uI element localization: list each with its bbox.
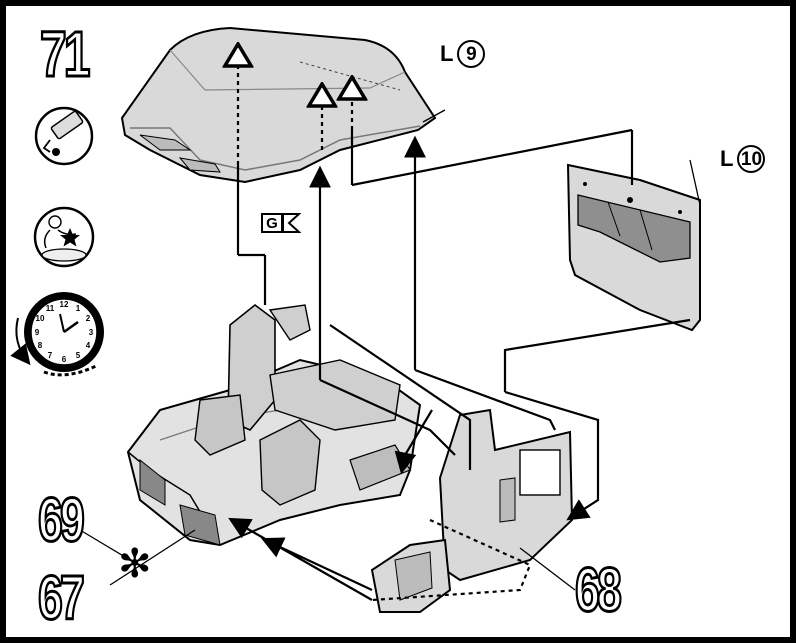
sealant-tube-icon [34, 106, 94, 166]
svg-text:4: 4 [86, 341, 91, 350]
svg-text:10: 10 [36, 314, 45, 323]
reference-l9-letter: L [440, 41, 454, 66]
svg-text:9: 9 [35, 328, 40, 337]
headliner-part [120, 26, 437, 184]
svg-text:7: 7 [48, 351, 53, 360]
callout-part-68: 68 [574, 556, 623, 625]
assembly-guide-lines [79, 55, 701, 602]
side-trim-panel-part [370, 408, 574, 613]
callout-part-69: 69 [37, 486, 86, 555]
asterisk-marker: ✻ [118, 541, 152, 587]
assistant-person-icon [33, 206, 95, 268]
svg-text:11: 11 [46, 304, 55, 313]
reference-l10: L 10 [720, 145, 766, 173]
svg-text:1: 1 [76, 304, 81, 313]
svg-text:3: 3 [89, 328, 94, 337]
cabin-seats-assembly [126, 303, 422, 547]
g-marker: G [261, 212, 303, 234]
callout-part-67: 67 [37, 564, 86, 633]
rear-side-panel-part [566, 163, 701, 332]
svg-text:5: 5 [76, 351, 81, 360]
step-number: 71 [39, 18, 92, 90]
reference-l9: L 9 [440, 40, 486, 68]
svg-text:2: 2 [86, 314, 91, 323]
reference-l10-letter: L [720, 146, 734, 171]
svg-text:6: 6 [62, 355, 67, 364]
svg-text:8: 8 [38, 341, 43, 350]
reference-l10-number: 10 [737, 145, 766, 173]
g-marker-label: G [261, 213, 283, 233]
g-marker-pointer-icon [283, 213, 301, 233]
svg-text:12: 12 [60, 300, 69, 309]
reference-l9-number: 9 [457, 40, 486, 68]
